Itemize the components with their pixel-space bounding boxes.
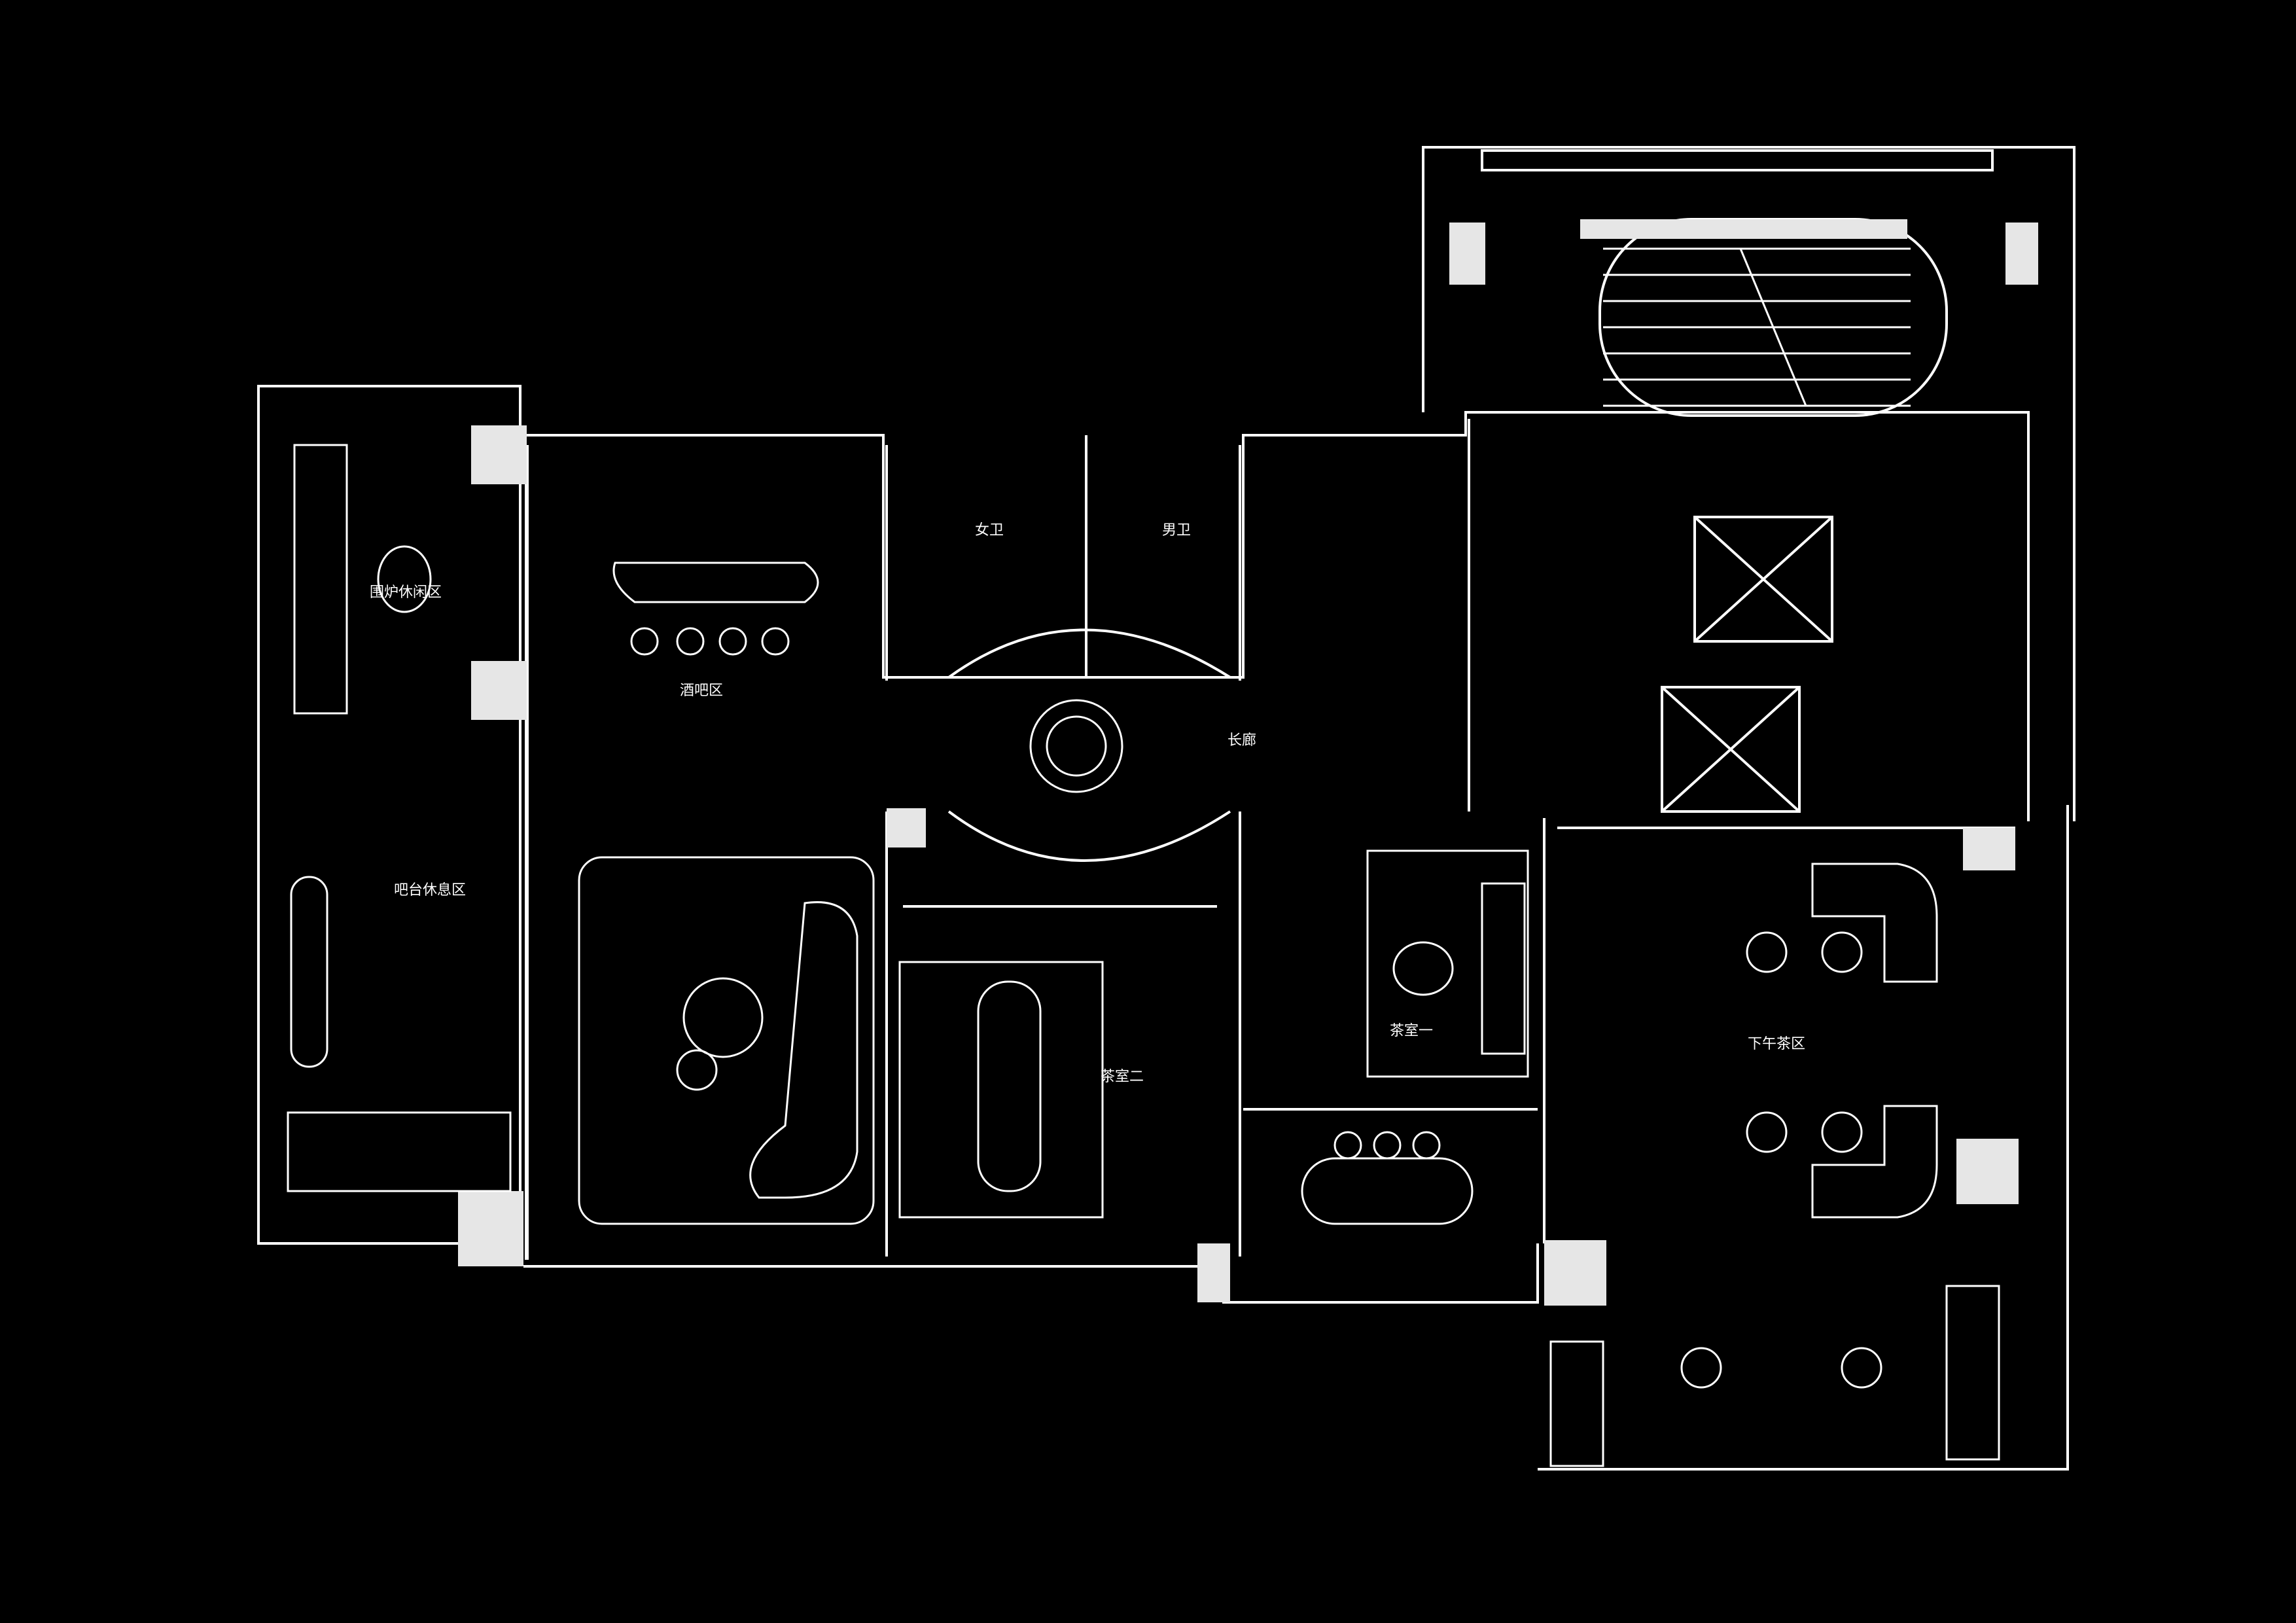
- afternoon-sofa-2: [1811, 1105, 1938, 1219]
- stair-top-ledge: [1481, 149, 1994, 171]
- tea-room-2-rug: [898, 961, 1104, 1219]
- fireside-planter: [293, 444, 348, 715]
- walls: [257, 146, 2075, 1471]
- tea-room-2-table: [977, 980, 1042, 1192]
- room-labels: 围炉休闲区 酒吧区 女卫 男卫 长廊 吧台休息区 茶室二 茶室一 下午茶区: [370, 522, 1805, 1085]
- north-wall: [523, 411, 2030, 821]
- balcony-bar-counter: [290, 876, 328, 1068]
- label-afternoon-tea: 下午茶区: [1748, 1036, 1805, 1052]
- stair-treads: [1603, 247, 1911, 407]
- label-tea-room-2: 茶室二: [1101, 1069, 1144, 1085]
- bar-counter: [612, 562, 819, 603]
- west-wing-outline: [257, 385, 521, 1245]
- stair-tower-wall: [1422, 146, 2075, 821]
- corridor-arc-north: [947, 628, 1231, 679]
- elevator-1: [1693, 516, 1833, 643]
- corridor-rosette: [1029, 699, 1123, 793]
- south-east-wall: [1538, 805, 2069, 1471]
- label-mens-wc: 男卫: [1162, 522, 1191, 539]
- coffee-table: [682, 977, 764, 1058]
- elevators: [1661, 516, 1833, 813]
- balcony-planter: [287, 1111, 512, 1192]
- label-womens-wc: 女卫: [975, 522, 1004, 539]
- terrace-planter-east: [1945, 1285, 2000, 1461]
- columns: [458, 219, 2038, 1306]
- tea-room-1-rug: [1366, 849, 1529, 1078]
- afternoon-sofa-1: [1811, 863, 1938, 983]
- label-balcony-lounge: 吧台休息区: [394, 882, 466, 899]
- elevator-2: [1661, 686, 1801, 813]
- label-tea-room-1: 茶室一: [1390, 1023, 1433, 1039]
- label-bar-area: 酒吧区: [680, 683, 723, 699]
- furniture: [287, 444, 2000, 1467]
- terrace-planter-west: [1549, 1340, 1604, 1467]
- corridor-arc-south: [947, 810, 1231, 862]
- tea-room-1-sofa: [1481, 882, 1526, 1055]
- lounge-rug: [578, 856, 875, 1225]
- label-corridor: 长廊: [1227, 732, 1256, 749]
- label-fireside-lounge: 围炉休闲区: [370, 584, 442, 601]
- fireside-table: [377, 545, 432, 613]
- curved-sofa: [749, 901, 858, 1199]
